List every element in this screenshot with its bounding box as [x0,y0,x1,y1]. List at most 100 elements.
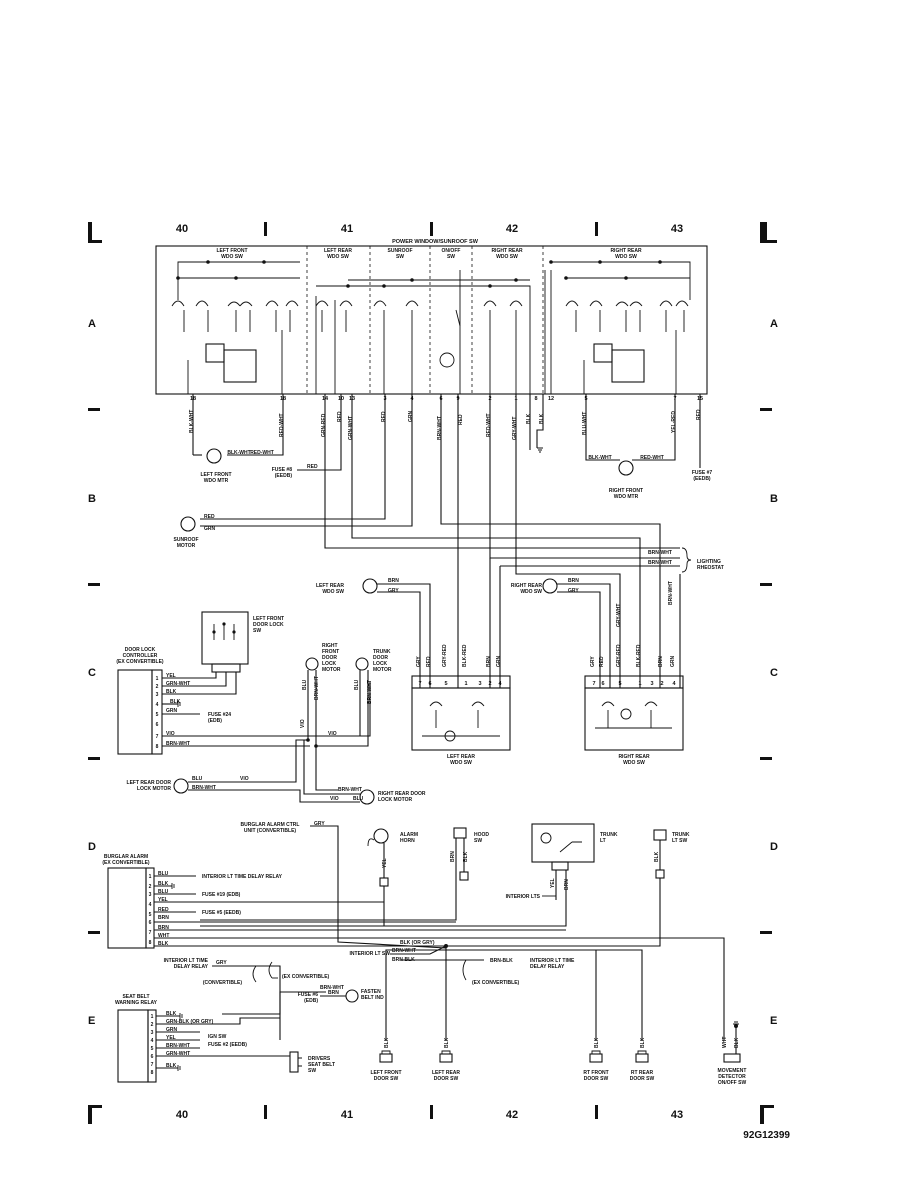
burglar-alarm-section: BURGLAR ALARM CTRL UNIT (CONVERTIBLE) GR… [102,821,725,1040]
column-labels-bottom: 40 41 42 43 [176,1109,683,1121]
row-c-right: C [770,667,778,679]
drivers-seat-belt-sw-icon [289,1051,299,1073]
svg-text:BRN-WHT: BRN-WHT [648,550,672,556]
svg-text:GRY: GRY [568,588,579,594]
svg-text:8: 8 [534,396,537,402]
svg-text:BRN: BRN [568,578,579,584]
burglar-ctrl-label: BURGLAR ALARM CTRL [241,822,300,828]
lf-door-sw: BLK LEFT FRONT DOOR SW [370,1037,401,1082]
svg-text:BLU-WHT: BLU-WHT [582,412,588,435]
svg-text:YEL-RED: YEL-RED [671,411,677,433]
sb-pins: 1 2 3 4 5 6 7 8 [151,1014,154,1076]
svg-text:RED: RED [696,409,702,420]
svg-text:BRN-WHT: BRN-WHT [166,741,190,747]
svg-text:4: 4 [149,902,152,908]
hood-sw-icon [453,827,467,839]
interior-light-section: INTERIOR LT SW BRN-WHT BRN-BLK BRN-BLK I… [115,878,746,1086]
svg-text:RED-WHT: RED-WHT [279,413,285,437]
module-outline [155,245,708,395]
svg-text:VIO: VIO [240,776,249,782]
svg-text:GRY: GRY [590,656,596,667]
alarm-horn-icon [373,828,389,844]
svg-text:RED: RED [307,464,318,470]
convertible-label: (CONVERTIBLE) [203,980,243,986]
svg-text:WDO SW: WDO SW [615,254,637,260]
svg-text:YEL: YEL [166,1035,176,1041]
svg-text:RIGHT REAR: RIGHT REAR [491,248,523,254]
rf-wdo-mtr-label: RIGHT FRONT [609,488,643,494]
svg-text:8: 8 [149,940,152,946]
lf-wdo-mtr-label: LEFT FRONT [200,472,231,478]
svg-text:RIGHT REAR: RIGHT REAR [610,248,642,254]
left-front-wdo-motor-icon [206,448,222,464]
svg-text:LOCK: LOCK [322,661,337,667]
svg-text:WDO SW: WDO SW [623,760,645,766]
svg-text:SW: SW [253,628,261,634]
svg-text:4: 4 [498,681,502,687]
svg-text:ON/OFF: ON/OFF [442,248,461,254]
lr-wdo-sw-box-label: LEFT REAR [447,754,475,760]
svg-text:WHT: WHT [722,1037,728,1048]
lighting-rheostat-label: LIGHTING [697,559,721,565]
svg-text:RHEOSTAT: RHEOSTAT [697,565,724,571]
svg-text:BRN-WHT: BRN-WHT [192,785,216,791]
svg-text:SUNROOF: SUNROOF [388,248,413,254]
svg-text:VIO: VIO [328,731,337,737]
row-labels: A B C D E A B C D E [88,318,778,1027]
ex-conv-1-label: (EX CONVERTIBLE) [282,974,330,980]
svg-text:4: 4 [156,702,159,708]
svg-text:LT SW: LT SW [672,838,687,844]
svg-text:BRN: BRN [658,656,664,667]
svg-text:BRN: BRN [158,915,169,921]
row-a-left: A [88,318,96,330]
ign-sw-label: IGN SW [208,1034,227,1040]
svg-text:3: 3 [151,1030,154,1036]
sunroof-motor-icon [180,516,196,532]
svg-text:SW: SW [447,254,455,260]
row-e-left: E [88,1015,95,1027]
svg-text:BLU: BLU [354,679,360,690]
module-internal-wiring [171,261,691,394]
svg-text:BLK (OR GRY): BLK (OR GRY) [400,940,435,946]
svg-text:BELT IND: BELT IND [361,995,384,1001]
lr-door-sw: BLK LEFT REAR DOOR SW [432,1037,460,1082]
svg-text:5: 5 [151,1046,154,1052]
row-c-left: C [88,667,96,679]
svg-text:DELAY RELAY: DELAY RELAY [174,964,209,970]
svg-text:SW: SW [396,254,404,260]
hood-sw-label: HOOD [474,832,489,838]
svg-text:YEL: YEL [158,897,168,903]
svg-text:(EX CONVERTIBLE): (EX CONVERTIBLE) [102,860,150,866]
sunroof-motor-label: SUNROOF [174,537,199,543]
svg-text:BLK: BLK [444,1037,450,1048]
ex-conv-2-label: (EX CONVERTIBLE) [472,980,520,986]
svg-text:WHT: WHT [158,933,169,939]
rf-door-sw: BLK RT FRONT DOOR SW [583,1037,608,1082]
svg-text:2: 2 [156,684,159,690]
lf-door-sw-label: LEFT FRONT [370,1070,401,1076]
lr-door-sw-label: LEFT REAR [432,1070,460,1076]
svg-text:BRN: BRN [486,656,492,667]
column-labels-top: 40 41 42 43 [176,223,683,235]
svg-text:GRY-RED: GRY-RED [616,644,622,667]
svg-text:GRN-WHT: GRN-WHT [166,681,190,687]
svg-text:6: 6 [156,722,159,728]
svg-text:GRN: GRN [166,1027,178,1033]
svg-text:BRN-WHT: BRN-WHT [392,948,416,954]
svg-text:RED: RED [381,411,387,422]
row-a-right: A [770,318,778,330]
svg-text:4: 4 [672,681,676,687]
fasten-belt-label: FASTEN [361,989,381,995]
svg-text:BRN-WHT: BRN-WHT [437,416,443,440]
svg-text:GRN: GRN [670,656,676,668]
row-c-window-switches: LEFT REAR WDO SW BRN GRY RIGHT REAR WDO … [316,558,684,766]
lr-sw-pins: 7 6 5 1 3 2 4 [418,681,502,687]
trunk-lt-lamp-icon [540,832,552,844]
svg-text:DOOR SW: DOOR SW [630,1076,655,1082]
col-40-bottom: 40 [176,1109,188,1121]
svg-text:GRY-RED: GRY-RED [442,644,448,667]
svg-text:(EEDB): (EEDB) [693,476,711,482]
svg-text:YEL: YEL [550,878,556,888]
svg-text:3: 3 [156,692,159,698]
left-rear-wdo-sw-motor-icon [362,578,378,594]
